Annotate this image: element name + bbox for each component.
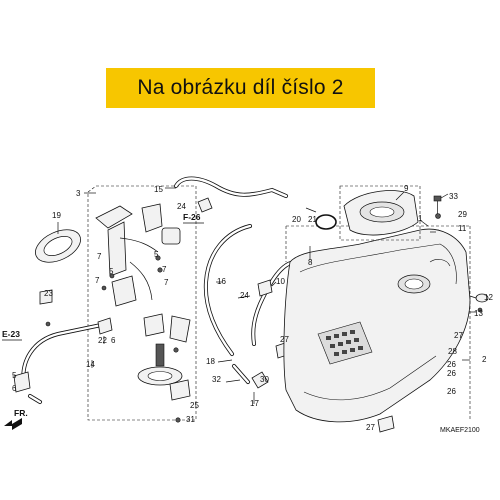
- label-14: 14: [86, 360, 95, 369]
- tank-plate-ring: [35, 229, 81, 263]
- breather-hose-15: [174, 176, 288, 198]
- label-25: 25: [190, 401, 199, 410]
- leader-lines: [57, 187, 477, 404]
- label-10: 10: [276, 277, 285, 286]
- label-24b: 24: [240, 291, 249, 300]
- label-29: 29: [458, 210, 467, 219]
- label-20: 20: [292, 215, 301, 224]
- label-7d: 7: [164, 278, 169, 287]
- label-5a: 5: [154, 250, 159, 259]
- label-33: 33: [449, 192, 458, 201]
- label-27c: 27: [366, 423, 375, 432]
- label-21: 21: [308, 215, 317, 224]
- hose-32: [232, 364, 250, 384]
- diagram-code: MKAEF2100: [440, 427, 480, 434]
- label-18: 18: [206, 357, 215, 366]
- label-26a: 26: [447, 360, 456, 369]
- label-5c: 5: [12, 371, 17, 380]
- banner-text: Na obrázku díl číslo 2: [137, 76, 344, 99]
- ref-f26: F-26: [183, 212, 201, 222]
- label-22: 22: [98, 336, 107, 345]
- fuel-tank-exploded-diagram: 3 15 19 24 9 33 29 20 21 1 11 7 5 5 7 8 …: [2, 176, 493, 434]
- filler-cap-assembly: [339, 185, 421, 241]
- label-26c: 26: [447, 387, 456, 396]
- label-2: 2: [482, 355, 487, 364]
- label-9: 9: [404, 184, 409, 193]
- filler-gasket: [315, 214, 337, 230]
- fuel-tank-body: [283, 228, 471, 423]
- drain-hose-16: [203, 224, 252, 356]
- part-labels: 3 15 19 24 9 33 29 20 21 1 11 7 5 5 7 8 …: [12, 184, 493, 432]
- label-7c: 7: [95, 276, 100, 285]
- fasteners: [45, 195, 489, 423]
- label-27b: 27: [280, 335, 289, 344]
- label-6b: 6: [12, 384, 17, 393]
- label-1: 1: [418, 214, 423, 223]
- front-arrow-label: FR.: [14, 408, 28, 418]
- label-32: 32: [212, 375, 221, 384]
- label-16: 16: [217, 277, 226, 286]
- label-24a: 24: [177, 202, 186, 211]
- ref-e23: E-23: [2, 329, 20, 339]
- label-31: 31: [186, 415, 195, 424]
- part-number-banner: Na obrázku díl číslo 2: [106, 68, 375, 108]
- label-7b: 7: [162, 265, 167, 274]
- label-7a: 7: [97, 252, 102, 261]
- label-5b: 5: [109, 267, 114, 276]
- label-15: 15: [154, 185, 163, 194]
- label-27a: 27: [454, 331, 463, 340]
- label-17: 17: [250, 399, 259, 408]
- label-8: 8: [308, 258, 313, 267]
- label-23: 23: [44, 289, 53, 298]
- label-26b: 26: [447, 369, 456, 378]
- label-19: 19: [52, 211, 61, 220]
- fuel-hose-14: [13, 317, 113, 404]
- label-6: 6: [111, 336, 116, 345]
- label-28: 28: [448, 347, 457, 356]
- label-30: 30: [260, 375, 269, 384]
- fuel-pump-group-outline: [87, 185, 197, 421]
- fuel-pump-assembly: [95, 203, 191, 401]
- hose-10: [251, 260, 298, 346]
- reference-labels: F-26 E-23 FR. MKAEF2100: [2, 212, 480, 434]
- label-13: 13: [474, 309, 483, 318]
- label-11: 11: [458, 224, 467, 233]
- label-12: 12: [484, 293, 493, 302]
- label-3: 3: [76, 189, 81, 198]
- front-arrow: FR.: [4, 408, 28, 430]
